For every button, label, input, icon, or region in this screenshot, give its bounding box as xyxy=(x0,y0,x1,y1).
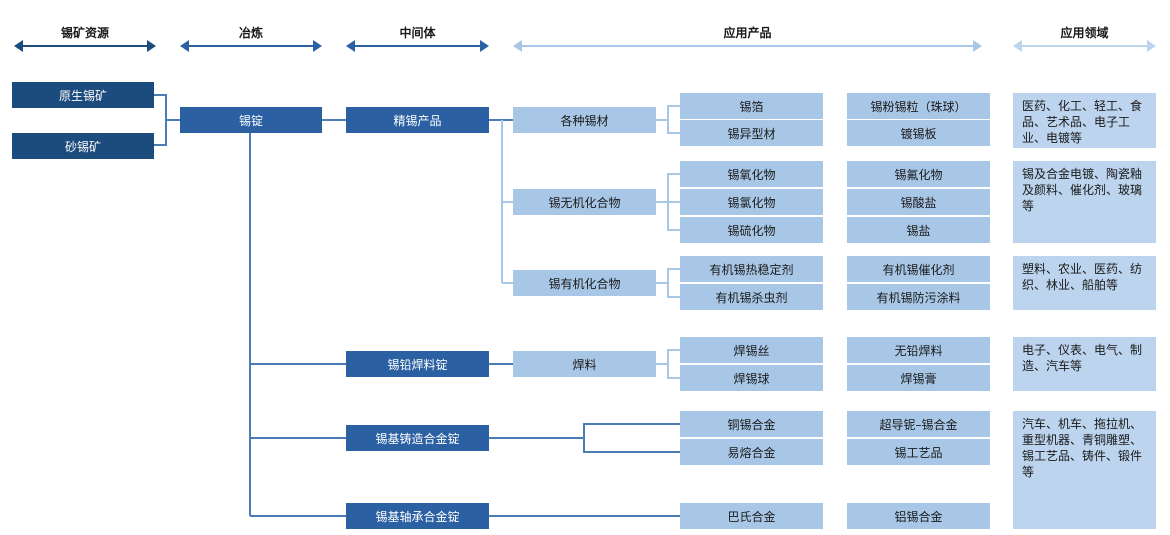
product-tin-crafts: 锡工艺品 xyxy=(847,439,990,465)
solder-fork-line xyxy=(667,349,680,379)
solder-node: 焊料 xyxy=(513,351,656,377)
product-tinplate: 镀锡板 xyxy=(847,120,990,146)
field-electronics: 电子、仪表、电气、制造、汽车等 xyxy=(1013,337,1156,391)
product-tin-powder: 锡粉锡粒（珠球） xyxy=(847,93,990,119)
ore-merge-line xyxy=(154,94,167,146)
header-products: 应用产品 xyxy=(723,26,772,40)
materials-fork-line xyxy=(667,105,680,134)
primary-ore-node: 原生锡矿 xyxy=(12,82,154,108)
product-tin-salt: 锡盐 xyxy=(847,217,990,243)
product-pesticide: 有机锡杀虫剂 xyxy=(680,284,823,310)
double-arrow-icon xyxy=(1013,40,1156,52)
inorganic-compounds-node: 锡无机化合物 xyxy=(513,189,656,215)
product-aluminum-tin-alloy: 铝锡合金 xyxy=(847,503,990,529)
placer-ore-node: 砂锡矿 xyxy=(12,133,154,159)
double-arrow-icon xyxy=(180,40,322,52)
header-resources: 锡矿资源 xyxy=(60,26,109,40)
refined-tin-node: 精锡产品 xyxy=(346,107,489,133)
product-antifouling-coating: 有机锡防污涂料 xyxy=(847,284,990,310)
product-solder-ball: 焊锡球 xyxy=(680,365,823,391)
product-babbitt: 巴氏合金 xyxy=(680,503,823,529)
product-fusible-alloy: 易熔合金 xyxy=(680,439,823,465)
product-tin-oxide: 锡氧化物 xyxy=(680,161,823,187)
product-organotin-catalyst: 有机锡催化剂 xyxy=(847,256,990,282)
organic-fork-line xyxy=(667,268,680,298)
tin-materials-node: 各种锡材 xyxy=(513,107,656,133)
product-tin-sulfide: 锡硫化物 xyxy=(680,217,823,243)
bearing-alloy-node: 锡基轴承合金锭 xyxy=(346,503,489,529)
product-superconducting-alloy: 超导铌–锡合金 xyxy=(847,411,990,437)
casting-fork-line xyxy=(583,423,680,453)
field-automotive-machinery: 汽车、机车、拖拉机、重型机器、青铜雕塑、锡工艺品、铸件、锻件等 xyxy=(1013,411,1156,529)
double-arrow-icon xyxy=(14,40,156,52)
product-lead-free-solder: 无铅焊料 xyxy=(847,337,990,363)
double-arrow-icon xyxy=(513,40,982,52)
header-intermediate: 中间体 xyxy=(399,26,436,40)
tin-ingot-node: 锡锭 xyxy=(180,107,322,133)
product-tin-chloride: 锡氯化物 xyxy=(680,189,823,215)
product-stannate: 锡酸盐 xyxy=(847,189,990,215)
product-tin-foil: 锡箔 xyxy=(680,93,823,119)
product-solder-wire: 焊锡丝 xyxy=(680,337,823,363)
field-plastics-agriculture: 塑料、农业、医药、纺织、林业、船舶等 xyxy=(1013,256,1156,310)
field-plating-ceramics: 锡及合金电镀、陶瓷釉及颜料、催化剂、玻璃等 xyxy=(1013,161,1156,243)
product-heat-stabilizer: 有机锡热稳定剂 xyxy=(680,256,823,282)
product-tin-fluoride: 锡氟化物 xyxy=(847,161,990,187)
header-fields: 应用领域 xyxy=(1060,26,1109,40)
product-bronze: 铜锡合金 xyxy=(680,411,823,437)
product-tin-profiles: 锡异型材 xyxy=(680,120,823,146)
solder-ingot-node: 锡铅焊料锭 xyxy=(346,351,489,377)
double-arrow-icon xyxy=(346,40,489,52)
casting-alloy-node: 锡基铸造合金锭 xyxy=(346,425,489,451)
field-general: 医药、化工、轻工、食品、艺术品、电子工业、电镀等 xyxy=(1013,93,1156,148)
product-solder-paste: 焊锡膏 xyxy=(847,365,990,391)
organic-compounds-node: 锡有机化合物 xyxy=(513,270,656,296)
header-smelting: 冶炼 xyxy=(238,26,263,40)
